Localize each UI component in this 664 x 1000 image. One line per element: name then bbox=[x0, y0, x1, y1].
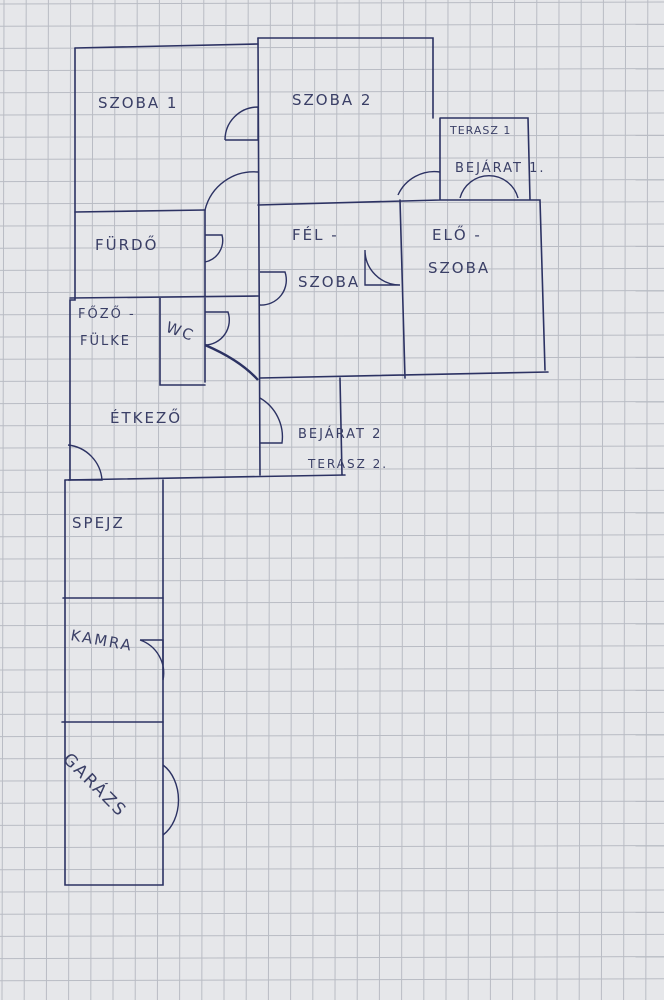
label-kamra: KAMRA bbox=[69, 626, 134, 655]
label-furdo: FÜRDŐ bbox=[95, 234, 158, 254]
grid-line bbox=[156, 0, 160, 1000]
label-etkezo: ÉTKEZŐ bbox=[110, 407, 182, 427]
grid-line bbox=[0, 445, 664, 449]
grid-line bbox=[0, 45, 664, 49]
label-fozo-2: FÜLKE bbox=[80, 332, 131, 349]
grid-line bbox=[0, 156, 664, 160]
grid-line bbox=[645, 0, 649, 1000]
grid-line bbox=[512, 0, 516, 1000]
label-felszoba-2: SZOBA bbox=[298, 273, 360, 291]
grid-line bbox=[0, 623, 664, 627]
walls bbox=[61, 37, 549, 886]
grid-line bbox=[0, 23, 664, 27]
grid-line bbox=[534, 0, 538, 1000]
label-terasz1: TERASZ 1 bbox=[449, 124, 511, 137]
label-bejarat1: BEJÁRAT 1. bbox=[455, 160, 546, 176]
grid-line bbox=[0, 489, 664, 493]
grid-line bbox=[45, 0, 49, 1000]
grid-line bbox=[0, 667, 664, 671]
grid-line bbox=[0, 512, 664, 516]
grid-line bbox=[0, 401, 664, 405]
grid-line bbox=[401, 0, 405, 1000]
grid-line bbox=[423, 0, 427, 1000]
grid-line bbox=[334, 0, 338, 1000]
grid-line bbox=[0, 933, 664, 937]
grid-line bbox=[623, 0, 627, 1000]
grid-line bbox=[0, 956, 664, 960]
grid-line bbox=[0, 179, 664, 183]
grid-line bbox=[245, 0, 249, 1000]
grid-line bbox=[0, 134, 664, 138]
grid-line bbox=[0, 578, 664, 582]
grid-line bbox=[356, 0, 360, 1000]
label-spejz: SPEJZ bbox=[72, 514, 125, 532]
label-wc: WC bbox=[164, 318, 198, 345]
grid-line bbox=[0, 356, 664, 360]
grid-line bbox=[312, 0, 316, 1000]
grid-line bbox=[378, 0, 382, 1000]
grid-line bbox=[0, 645, 664, 649]
grid-line bbox=[0, 467, 664, 471]
label-eloszoba-2: SZOBA bbox=[428, 259, 490, 277]
doors bbox=[67, 106, 519, 836]
grid-line bbox=[0, 334, 664, 338]
label-felszoba-1: FÉL - bbox=[292, 225, 339, 244]
grid-line bbox=[179, 0, 183, 1000]
grid-line bbox=[0, 223, 664, 227]
grid-line bbox=[0, 378, 664, 382]
grid-line bbox=[0, 600, 664, 604]
label-eloszoba-1: ELŐ - bbox=[432, 224, 482, 244]
grid-line bbox=[0, 778, 664, 782]
grid-line bbox=[0, 800, 664, 804]
grid-line bbox=[0, 534, 664, 538]
grid-line bbox=[290, 0, 294, 1000]
grid-line bbox=[600, 0, 604, 1000]
grid-line bbox=[0, 978, 664, 982]
grid-line bbox=[134, 0, 138, 1000]
grid-line bbox=[0, 711, 664, 715]
label-bejarat2: BEJÁRAT 2 bbox=[298, 426, 382, 442]
grid-line bbox=[0, 245, 664, 249]
grid-line bbox=[267, 0, 271, 1000]
grid-line bbox=[0, 90, 664, 94]
grid-line bbox=[90, 0, 94, 1000]
grid-line bbox=[0, 267, 664, 271]
grid-line bbox=[0, 423, 664, 427]
grid-line bbox=[489, 0, 493, 1000]
grid-line bbox=[0, 756, 664, 760]
grid-line bbox=[0, 68, 664, 72]
grid-line bbox=[68, 0, 72, 1000]
grid-line bbox=[0, 822, 664, 826]
grid-line bbox=[0, 845, 664, 849]
grid-line bbox=[578, 0, 582, 1000]
grid-line bbox=[0, 556, 664, 560]
grid-line bbox=[112, 0, 116, 1000]
grid-line bbox=[0, 889, 664, 893]
label-fozo-1: FŐZŐ - bbox=[78, 306, 136, 322]
grid-line bbox=[0, 867, 664, 871]
grid-line bbox=[0, 911, 664, 915]
grid-line bbox=[0, 689, 664, 693]
grid-line bbox=[0, 1, 664, 5]
label-szoba1: SZOBA 1 bbox=[98, 94, 178, 112]
label-szoba2: SZOBA 2 bbox=[292, 91, 372, 109]
grid-line bbox=[0, 312, 664, 316]
grid-line bbox=[467, 0, 471, 1000]
grid-line bbox=[556, 0, 560, 1000]
grid-line bbox=[223, 0, 227, 1000]
grid-line bbox=[0, 112, 664, 116]
grid-line bbox=[1, 0, 5, 1000]
grid-line bbox=[0, 734, 664, 738]
grid-line bbox=[201, 0, 205, 1000]
grid-line bbox=[445, 0, 449, 1000]
grid-line bbox=[23, 0, 27, 1000]
grid-line bbox=[0, 290, 664, 294]
label-terasz2: TERASZ 2. bbox=[307, 457, 388, 471]
